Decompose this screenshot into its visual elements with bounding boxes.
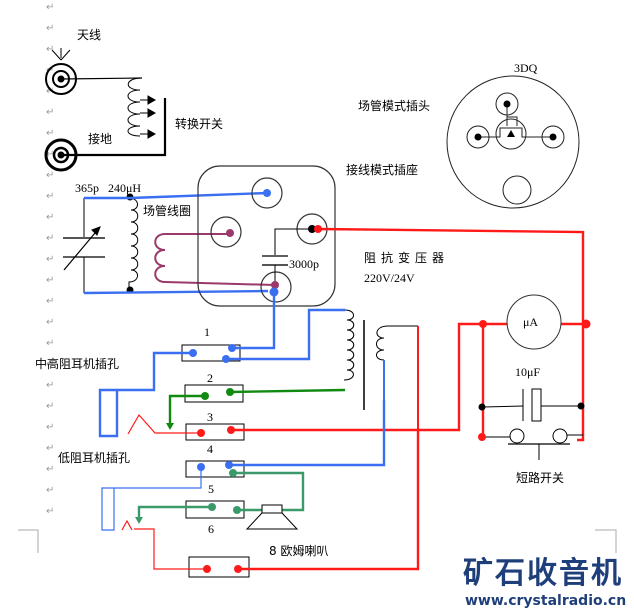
wire-red-meter-left	[418, 322, 507, 432]
wire-green-t2a	[229, 388, 346, 394]
paragraph-mark: ↵	[46, 485, 54, 496]
paragraph-mark: ↵	[46, 254, 54, 265]
paragraph-mark: ↵	[46, 506, 54, 517]
low-jack-label: 低阻耳机插孔	[58, 451, 130, 465]
speaker-label: 8 欧姆喇叭	[269, 543, 328, 558]
wire-green-t6	[137, 505, 212, 522]
cap-10uf-label: 10μF	[515, 365, 540, 379]
impedance-transformer	[343, 309, 418, 410]
mid-high-jack-label: 中高阻耳机插孔	[35, 356, 119, 371]
wire-green-speaker	[233, 471, 305, 512]
wire-blue-bottom	[83, 289, 269, 295]
paragraph-mark: ↵	[46, 23, 54, 34]
transformer-label: 阻抗变压器	[364, 250, 449, 265]
terminal-6-label: 6	[208, 522, 214, 536]
socket-block	[197, 165, 336, 307]
terminal-block-speaker	[188, 556, 250, 578]
logo-url: www.crystalradio.cn	[465, 593, 626, 609]
wire-green-t2b	[168, 394, 205, 428]
terminal-5-label: 5	[208, 482, 214, 496]
paragraph-mark: ↵	[46, 443, 54, 454]
socket-pin-blue	[263, 189, 271, 197]
arrow-green-jack	[166, 423, 174, 430]
paragraph-mark: ↵	[46, 317, 54, 328]
short-switch-label: 短路开关	[516, 470, 564, 485]
antenna-label: 天线	[77, 28, 101, 42]
wire-blue-jack2	[101, 467, 202, 531]
wire-red-main	[317, 227, 585, 442]
speaker-icon	[245, 504, 299, 530]
wire-blue-t1a	[232, 292, 276, 350]
paragraph-mark: ↵	[46, 275, 54, 286]
terminal-3-label: 3	[207, 410, 213, 424]
plug-label: 场管模式插头	[358, 98, 430, 113]
paragraph-mark: ↵	[46, 401, 54, 412]
variable-capacitor	[63, 198, 105, 293]
wire-blue-top	[84, 191, 269, 200]
wire-blue-jack1	[98, 351, 193, 438]
paragraph-mark: ↵	[46, 107, 54, 118]
paragraph-mark: ↵	[46, 233, 54, 244]
paragraph-mark: ↵	[46, 128, 54, 139]
socket-pin-plum-2	[271, 281, 279, 289]
tuning-cap-value: 365p	[75, 181, 99, 195]
paragraph-mark: ↵	[46, 149, 54, 160]
ground-label: 接地	[88, 131, 112, 146]
plug-pins	[474, 100, 557, 141]
wire-red-jack2	[121, 519, 207, 570]
paragraph-mark: ↵	[46, 170, 54, 181]
paragraph-mark: ↵	[46, 380, 54, 391]
terminal-block-3	[185, 423, 245, 441]
page-corner-marks	[18, 529, 617, 553]
plug-model-label: 3DQ	[514, 61, 538, 75]
paragraph-mark: ↵	[46, 422, 54, 433]
plug-3dq	[446, 75, 580, 209]
socket-pin-black	[308, 225, 316, 233]
paragraph-mark: ↵	[46, 296, 54, 307]
wire-red-jack1	[127, 413, 201, 435]
crystalradio-logo: 矿石收音机 www.crystalradio.cn	[463, 556, 626, 609]
paragraph-mark: ↵	[46, 86, 54, 97]
paragraph-mark: ↵	[46, 44, 54, 55]
paragraph-mark: ↵	[46, 338, 54, 349]
short-switch	[483, 428, 583, 460]
switch-label: 转换开关	[175, 116, 223, 131]
paragraph-mark: ↵	[46, 359, 54, 370]
cap-3000p-label: 3000p	[289, 257, 319, 271]
wire-red-speaker	[238, 430, 420, 571]
transformer-rating: 220V/24V	[364, 271, 415, 285]
microammeter-label: μA	[523, 315, 538, 329]
capacitor-10uf	[482, 388, 581, 422]
terminal-1-label: 1	[204, 325, 210, 339]
coil-inductance-value: 240μH	[108, 181, 141, 195]
paragraph-mark: ↵	[46, 191, 54, 202]
antenna-terminal	[45, 48, 143, 95]
paragraph-mark: ↵	[46, 212, 54, 223]
paragraph-mark: ↵	[46, 65, 54, 76]
logo-title: 矿石收音机	[463, 556, 623, 591]
microammeter	[506, 294, 562, 350]
terminal-block-4	[185, 460, 245, 478]
paragraph-mark: ↵	[46, 464, 54, 475]
terminal-2-label: 2	[207, 371, 213, 385]
field-coil-label: 场管线圈	[143, 203, 191, 218]
paragraph-mark: ↵	[46, 2, 54, 13]
terminal-block-2	[184, 384, 244, 403]
wire-blue-t1b	[226, 308, 345, 361]
paragraph-marks: ↵ ↵ ↵ ↵ ↵ ↵ ↵ ↵ ↵ ↵ ↵ ↵ ↵ ↵ ↵ ↵ ↵ ↵ ↵ ↵ ↵ ↵ ↵ ↵ ↵	[46, 2, 54, 517]
socket-label: 接线模式插座	[346, 162, 418, 177]
terminal-blocks	[181, 344, 250, 578]
main-tuning-coil	[128, 197, 139, 290]
switch-taps	[140, 95, 157, 139]
wire-blue-t4	[229, 400, 386, 467]
ground-terminal	[44, 98, 167, 172]
terminal-4-label: 4	[207, 442, 213, 456]
socket-pin-plum	[226, 229, 234, 237]
secondary-coil	[154, 233, 276, 286]
antenna-coil	[127, 77, 143, 137]
cap-lead-top	[274, 228, 312, 255]
